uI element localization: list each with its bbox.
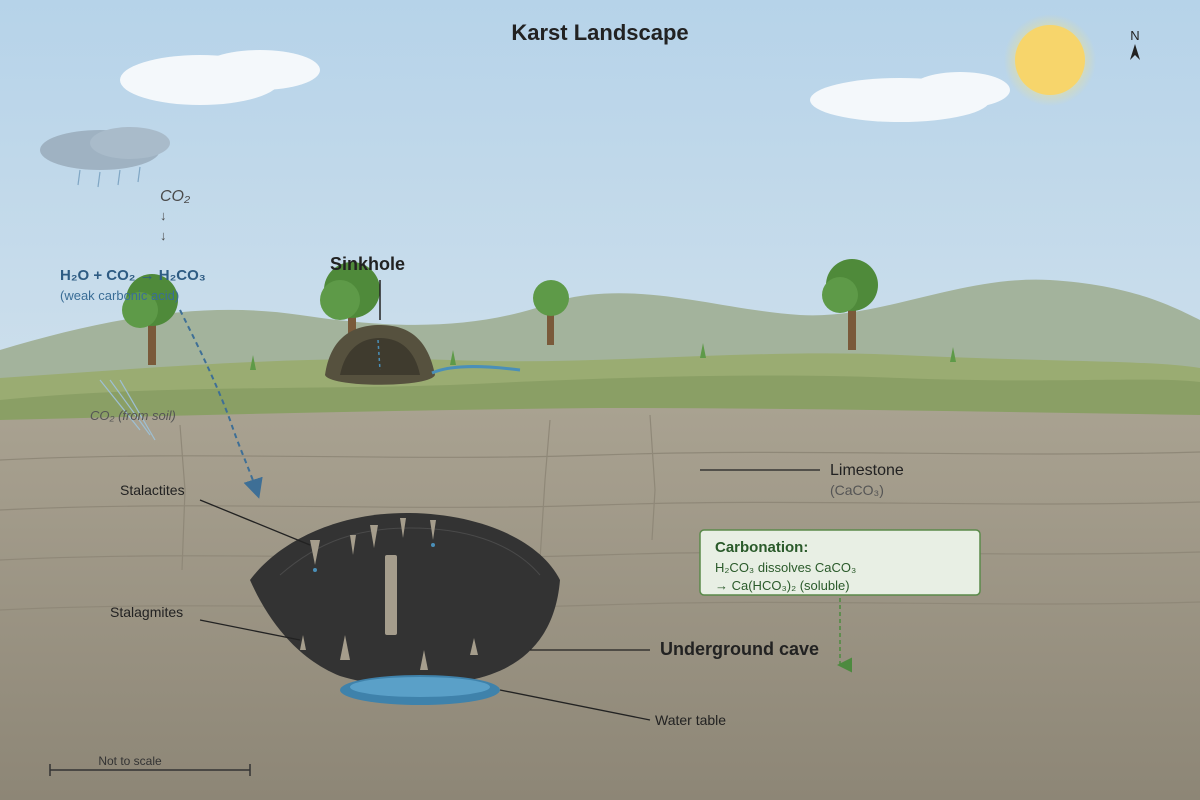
infiltration-arrow [179, 309, 263, 499]
leader-lines [199, 469, 820, 721]
rock-strata [0, 414, 1200, 611]
carbonation-line-1: H₂CO₃ dissolves CaCO₃ [715, 560, 856, 575]
carbonic-acid-equation: H₂O + CO₂ → H₂CO₃ [60, 267, 206, 284]
grass-band-dark [0, 375, 1200, 420]
carbonic-acid-note: (weak carbonic acid) [60, 288, 179, 303]
tree-1 [122, 274, 178, 365]
water-table-label: Water table [655, 712, 726, 728]
sinkhole-label: Sinkhole [330, 254, 405, 274]
stalactites [310, 518, 436, 565]
limestone-formula: (CaCO₃) [830, 482, 884, 498]
soil-co2-label: CO₂ (from soil) [90, 408, 176, 423]
cloud-right [810, 72, 1010, 122]
cave-column [385, 555, 397, 635]
co2-label: CO₂ [160, 188, 190, 205]
stalagmites-label: Stalagmites [110, 604, 183, 620]
limestone-label: Limestone [830, 462, 904, 479]
scale-label: Not to scale [98, 754, 162, 768]
north-arrow-icon [1130, 44, 1140, 60]
tree-2 [320, 262, 380, 345]
co2-arrow-1: ↓ [160, 208, 167, 223]
rain-cloud-icon [40, 127, 170, 188]
soil-co2-lines [99, 379, 156, 441]
carbonation-title: Carbonation: [715, 539, 808, 556]
north-label: N [1130, 28, 1139, 43]
sun-icon [1015, 25, 1085, 95]
co2-arrow-2: ↓ [160, 228, 167, 243]
page-title: Karst Landscape [511, 20, 688, 45]
stalactites-label: Stalactites [120, 482, 185, 498]
cloud-left [120, 50, 320, 105]
underground-cave-label: Underground cave [660, 639, 819, 659]
stalagmites [300, 635, 478, 670]
grass-tufts [250, 343, 956, 370]
sinkhole-depression [325, 325, 521, 385]
underground-cave [250, 512, 560, 686]
carbonation-box [699, 529, 981, 596]
carbonation-line-2: → Ca(HCO₃)₂ (soluble) [715, 578, 850, 593]
scale-bar [49, 764, 251, 776]
tree-4 [822, 259, 878, 350]
tree-3 [533, 280, 569, 345]
